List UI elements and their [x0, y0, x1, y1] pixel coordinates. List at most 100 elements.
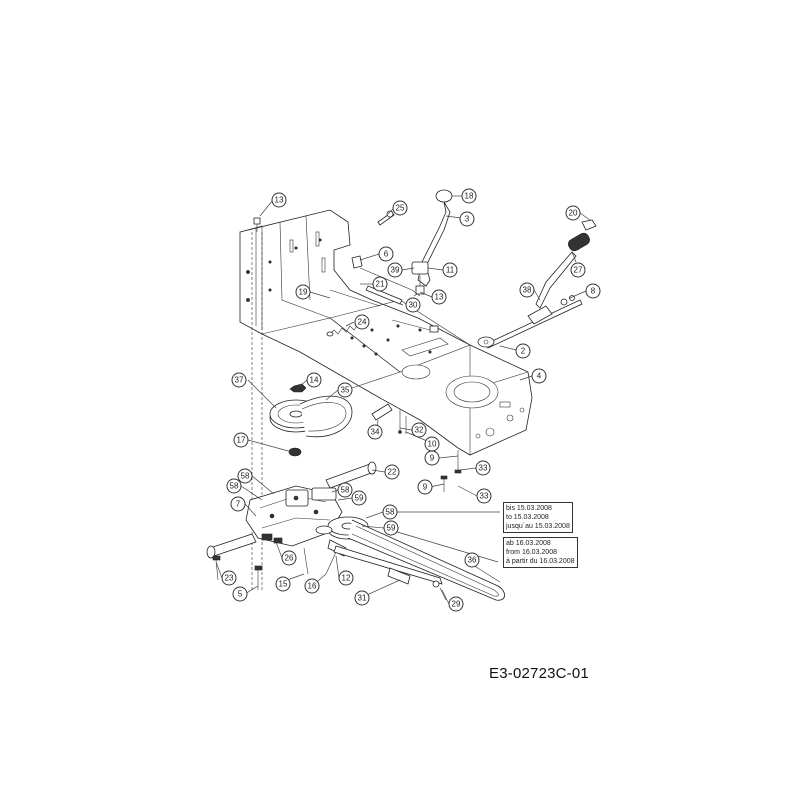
callout-29: 29 [448, 596, 464, 612]
bolt-25 [377, 210, 395, 226]
pin-34 [371, 403, 393, 421]
svg-text:36: 36 [468, 556, 477, 565]
note-line: ab 16.03.2008 [506, 540, 551, 547]
shift-lever [411, 189, 453, 297]
callout-32: 32 [411, 422, 427, 438]
note-line: bis 15.03.2008 [506, 505, 552, 512]
note-line: jusqu´au 15.03.2008 [506, 523, 570, 530]
svg-text:32: 32 [415, 426, 424, 435]
svg-text:30: 30 [409, 301, 418, 310]
belt-36 [347, 519, 505, 601]
svg-text:3: 3 [465, 215, 470, 224]
svg-text:33: 33 [479, 464, 488, 473]
callout-27: 27 [570, 262, 586, 278]
callout-5: 5 [232, 586, 248, 602]
callout-14: 14 [306, 372, 322, 388]
callout-9: 9 [424, 450, 440, 466]
svg-text:23: 23 [225, 574, 234, 583]
svg-text:29: 29 [452, 600, 461, 609]
callout-9-b: 9 [417, 479, 433, 495]
callout-58: 58 [237, 468, 253, 484]
svg-text:59: 59 [387, 524, 396, 533]
bolts-9-33 [440, 450, 462, 492]
note-line: from 16.03.2008 [506, 549, 557, 556]
callout-17: 17 [233, 432, 249, 448]
note-line: à partir du 16.03.2008 [506, 558, 575, 565]
svg-text:7: 7 [236, 500, 241, 509]
nut-14 [289, 383, 307, 393]
bolt-13-top [253, 217, 261, 232]
svg-text:19: 19 [299, 288, 308, 297]
callout-21: 21 [372, 276, 388, 292]
idler-arm-31 [333, 545, 447, 601]
belt-35 [299, 395, 353, 438]
svg-text:13: 13 [435, 293, 444, 302]
drawing-reference-number: E3-02723C-01 [489, 665, 589, 682]
note-until-date: bis 15.03.2008 to 15.03.2008 jusqu´au 15… [503, 502, 573, 533]
callout-33: 33 [475, 460, 491, 476]
callout-26: 26 [281, 550, 297, 566]
svg-text:58: 58 [230, 482, 239, 491]
callout-58-d: 58 [382, 504, 398, 520]
svg-text:58: 58 [386, 508, 395, 517]
svg-text:16: 16 [308, 582, 317, 591]
frame-chassis [239, 209, 533, 456]
pin-32-10 [398, 410, 407, 434]
svg-text:11: 11 [446, 266, 455, 275]
callout-23: 23 [221, 570, 237, 586]
callout-16: 16 [304, 578, 320, 594]
svg-text:37: 37 [235, 376, 244, 385]
svg-text:13: 13 [275, 196, 284, 205]
bushing-17 [288, 447, 302, 457]
callout-39: 39 [387, 262, 403, 278]
svg-text:17: 17 [237, 436, 246, 445]
callout-58-c: 58 [337, 482, 353, 498]
callout-22: 22 [384, 464, 400, 480]
callout-38: 38 [519, 282, 535, 298]
callout-34: 34 [367, 424, 383, 440]
callout-13-b: 13 [431, 289, 447, 305]
callout-59: 59 [351, 490, 367, 506]
drive-pedal [535, 219, 597, 309]
svg-text:9: 9 [423, 483, 428, 492]
callout-6: 6 [378, 246, 394, 262]
svg-text:20: 20 [569, 209, 578, 218]
note-from-date: ab 16.03.2008 from 16.03.2008 à partir d… [503, 537, 578, 568]
callout-20: 20 [565, 205, 581, 221]
svg-text:22: 22 [388, 468, 397, 477]
svg-text:26: 26 [285, 554, 294, 563]
svg-text:59: 59 [355, 494, 364, 503]
svg-text:10: 10 [428, 440, 437, 449]
callout-37: 37 [231, 372, 247, 388]
callout-balloons: 13 25 18 3 20 6 39 11 27 21 19 13 30 38 … [221, 188, 601, 612]
callout-8: 8 [585, 283, 601, 299]
callout-25: 25 [392, 200, 408, 216]
svg-text:34: 34 [371, 428, 380, 437]
svg-text:24: 24 [358, 318, 367, 327]
svg-text:35: 35 [341, 386, 350, 395]
svg-text:6: 6 [384, 250, 389, 259]
callout-18: 18 [461, 188, 477, 204]
note-line: to 15.03.2008 [506, 514, 549, 521]
svg-text:5: 5 [238, 590, 243, 599]
callout-13: 13 [271, 192, 287, 208]
callout-2: 2 [515, 343, 531, 359]
callout-58-b: 58 [226, 478, 242, 494]
svg-text:39: 39 [391, 266, 400, 275]
callout-12: 12 [338, 570, 354, 586]
svg-text:58: 58 [241, 472, 250, 481]
callout-30: 30 [405, 297, 421, 313]
pedal-shaft [477, 295, 583, 349]
svg-text:38: 38 [523, 286, 532, 295]
svg-text:2: 2 [521, 347, 526, 356]
linkage-rods [329, 255, 439, 333]
svg-text:27: 27 [574, 266, 583, 275]
svg-text:33: 33 [480, 492, 489, 501]
svg-text:9: 9 [430, 454, 435, 463]
callout-7: 7 [230, 496, 246, 512]
svg-text:21: 21 [376, 280, 385, 289]
callout-33-b: 33 [476, 488, 492, 504]
svg-text:4: 4 [537, 372, 542, 381]
